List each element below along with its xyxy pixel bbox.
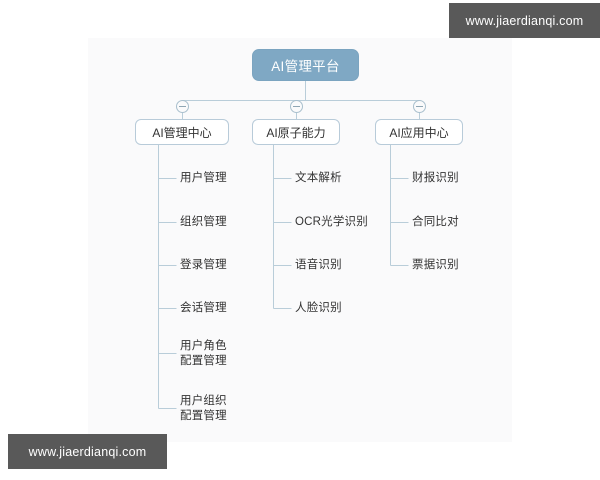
leaf-item[interactable]: 人脸识别 bbox=[295, 302, 342, 314]
leaf-item[interactable]: 组织管理 bbox=[180, 216, 227, 228]
branch-node-ai-application-center[interactable]: AI应用中心 bbox=[375, 119, 463, 145]
leaf-item[interactable]: 财报识别 bbox=[412, 172, 459, 184]
collapse-minus-icon[interactable] bbox=[290, 100, 303, 113]
root-node[interactable]: AI管理平台 bbox=[252, 49, 359, 81]
leaf-item[interactable]: 登录管理 bbox=[180, 259, 227, 271]
leaf-item[interactable]: 用户角色 配置管理 bbox=[180, 340, 227, 367]
branch-node-ai-management-center[interactable]: AI管理中心 bbox=[135, 119, 229, 145]
collapse-minus-icon[interactable] bbox=[413, 100, 426, 113]
leaf-item[interactable]: OCR光学识别 bbox=[295, 216, 368, 228]
watermark-bottom-left: www.jiaerdianqi.com bbox=[8, 434, 167, 469]
branch-node-ai-atomic-capability[interactable]: AI原子能力 bbox=[252, 119, 340, 145]
leaf-item[interactable]: 合同比对 bbox=[412, 216, 459, 228]
watermark-top-right: www.jiaerdianqi.com bbox=[449, 3, 600, 38]
diagram-canvas bbox=[88, 38, 512, 442]
leaf-item[interactable]: 会话管理 bbox=[180, 302, 227, 314]
collapse-minus-icon[interactable] bbox=[176, 100, 189, 113]
leaf-item[interactable]: 用户管理 bbox=[180, 172, 227, 184]
leaf-item[interactable]: 文本解析 bbox=[295, 172, 342, 184]
leaf-item[interactable]: 语音识别 bbox=[295, 259, 342, 271]
leaf-item[interactable]: 用户组织 配置管理 bbox=[180, 395, 227, 422]
leaf-item[interactable]: 票据识别 bbox=[412, 259, 459, 271]
